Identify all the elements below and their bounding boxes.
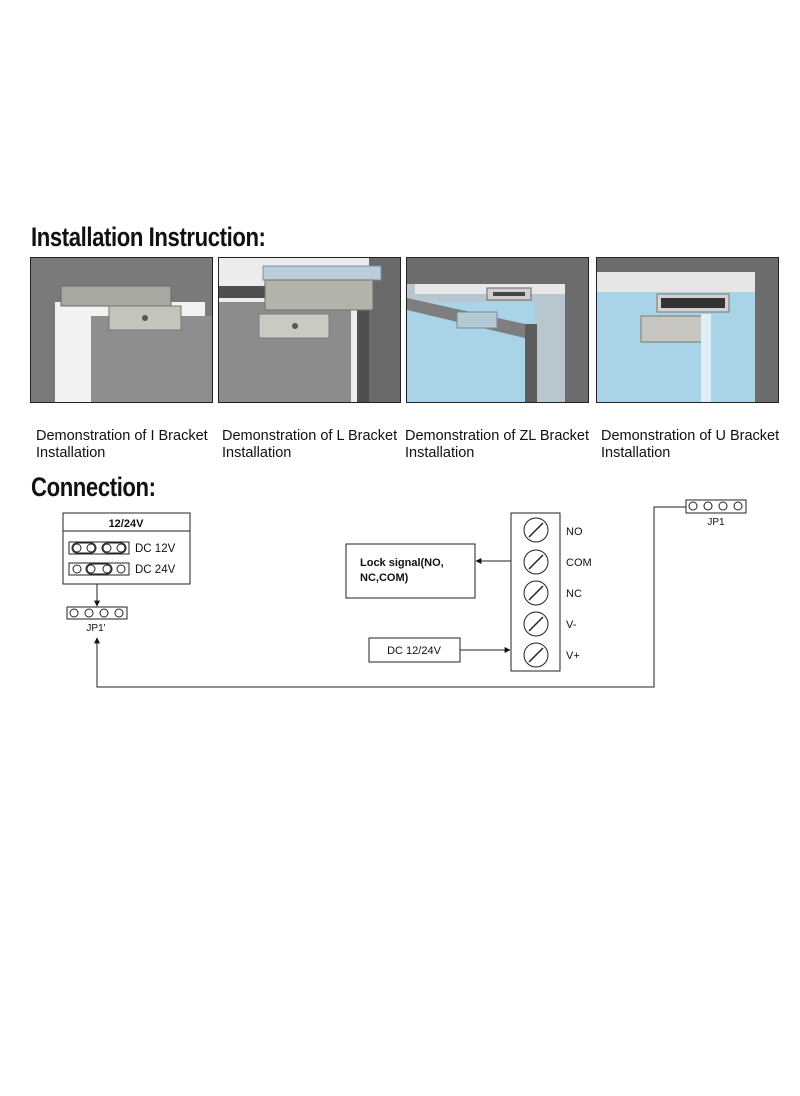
- i-bracket-photo: [30, 257, 213, 403]
- l-bracket-caption: Demonstration of L Bracket Installation: [222, 428, 397, 462]
- caption-line: Demonstration of L Bracket: [222, 428, 398, 444]
- caption-line: Demonstration of ZL Bracket: [405, 428, 590, 444]
- zl-bracket-photo: [406, 257, 589, 403]
- connection-heading: Connection:: [31, 472, 156, 502]
- dc24v-label: DC 24V: [135, 564, 176, 576]
- caption-line: Demonstration of U Bracket: [601, 428, 780, 444]
- dc12v-label: DC 12V: [135, 543, 176, 555]
- lock-signal-box: Lock signal(NO, NC,COM): [345, 543, 476, 599]
- zl-bracket-caption: Demonstration of ZL Bracket Installation: [405, 428, 589, 462]
- terminal-nc-label: NC: [566, 588, 582, 600]
- dc-input-label: DC 12/24V: [387, 645, 441, 657]
- lock-signal-line2: NC,COM): [360, 572, 409, 584]
- terminal-com-label: COM: [566, 557, 592, 569]
- jp1-label: JP1: [707, 517, 725, 528]
- terminal-vplus-label: V+: [566, 650, 580, 662]
- jp1-prime-label: JP1': [86, 623, 105, 634]
- terminal-vminus-label: V-: [566, 619, 577, 631]
- caption-line: Installation: [405, 445, 475, 461]
- jp1-link-wire: [94, 506, 686, 688]
- caption-line: Installation: [601, 445, 671, 461]
- caption-line: Installation: [36, 445, 106, 461]
- caption-line: Installation: [222, 445, 292, 461]
- lock-signal-line1: Lock signal(NO,: [360, 557, 444, 569]
- i-bracket-caption: Demonstration of I Bracket Installation: [36, 428, 208, 462]
- dc-input-box: DC 12/24V: [368, 637, 461, 663]
- l-bracket-photo: [218, 257, 401, 403]
- jp1-connector: JP1: [685, 499, 747, 528]
- jumper-box-title: 12/24V: [109, 518, 145, 530]
- u-bracket-photo: [596, 257, 779, 403]
- jumper-box: 12/24V DC 12V DC 24V: [62, 512, 191, 585]
- terminal-no-label: NO: [566, 526, 583, 538]
- caption-line: Demonstration of I Bracket: [36, 428, 208, 444]
- jp1-prime-connector: JP1': [66, 606, 128, 634]
- installation-heading: Installation Instruction:: [31, 222, 266, 252]
- wiring-diagram: 12/24V DC 12V DC 24V JP1' JP1: [62, 499, 747, 688]
- terminal-block: NO COM NC V- V+: [510, 512, 592, 672]
- u-bracket-caption: Demonstration of U Bracket Installation: [601, 428, 779, 462]
